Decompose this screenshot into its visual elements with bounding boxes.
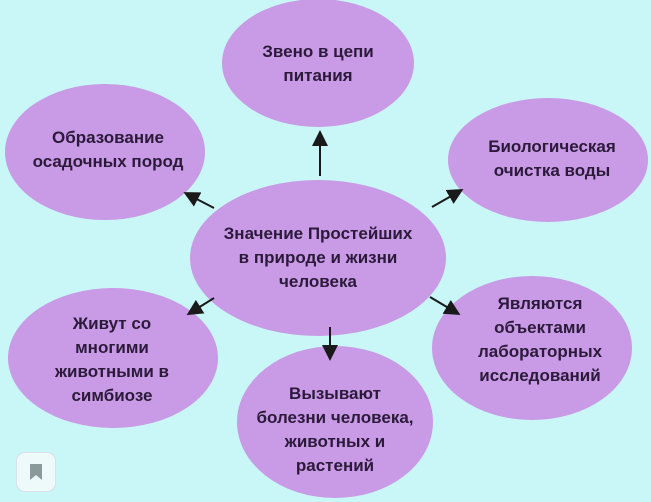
node-bottom-left-text: Живут со многими животными в симбиозе [54,314,170,405]
arrow-to-top-right [431,189,464,208]
arrow-to-bottom-right [429,296,461,316]
ellipse-center [190,180,446,336]
node-top-text: Звено в цепи питания [262,42,374,85]
ellipse-bottom-left [8,288,218,428]
bookmark-button[interactable] [16,452,56,492]
ellipse-top-left [5,84,205,220]
center-node-text: Значение Простейших в природе и жизни че… [223,224,413,291]
arrow-to-bottom-left [186,297,215,316]
node-top-right-text: Биологическая очистка воды [488,137,616,180]
ellipse-bottom [237,346,433,498]
ellipse-top [222,0,414,127]
node-bottom-text: Вызывают болезни человека, животных и ра… [256,384,414,475]
arrow-to-top-left [183,192,215,209]
ellipse-bottom-right [432,276,632,420]
bookmark-icon [30,464,42,480]
ellipse-top-right [448,98,648,222]
node-bottom-right-text: Являются объектами лабораторных исследов… [477,294,603,385]
node-top-left-text: Образование осадочных пород [32,128,184,171]
